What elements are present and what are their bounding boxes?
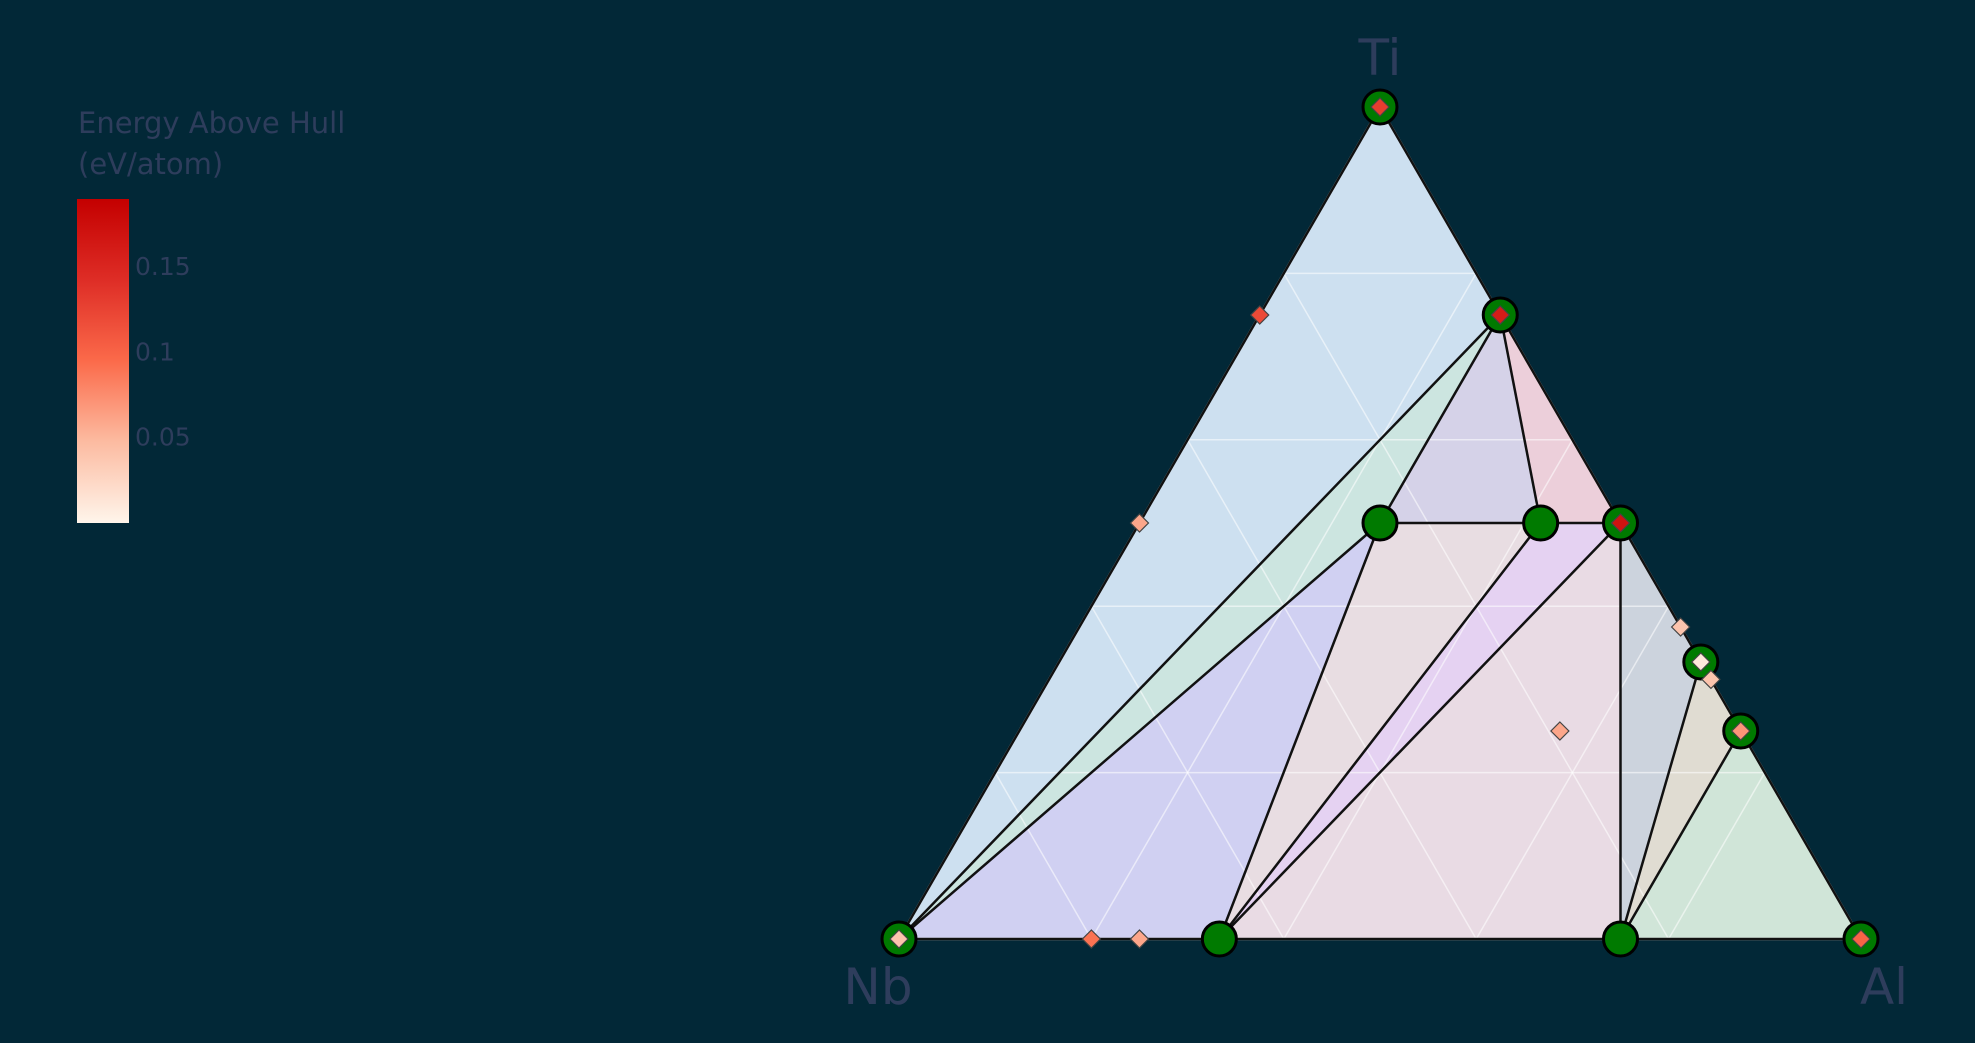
tie-line [1218,522,1382,940]
colorbar-tick-label: 0.15 [135,252,191,281]
phase-region [899,107,1501,939]
unstable-phase-marker [1370,97,1390,117]
grid-line [1667,772,1766,940]
vertex-label-al: Al [1860,958,1908,1016]
unstable-phase-marker [1730,721,1751,741]
tie-line [1619,661,1703,940]
colorbar-gradient [77,199,129,523]
tie-line [898,522,1381,940]
unstable-phase-marker [1249,305,1270,325]
grid-line [994,772,1093,940]
tie-line [1499,314,1542,524]
stable-phase-marker [1200,920,1238,958]
tie-line [1378,106,1502,316]
tie-line [1218,522,1542,940]
unstable-phase-marker [1129,929,1150,949]
unstable-phase-marker [1851,929,1871,949]
colorbar-title-line1: Energy Above Hull [78,106,345,140]
colorbar-tick-label: 0.1 [135,337,175,366]
tie-line [1378,314,1502,524]
phase-region [1620,661,1741,939]
ternary-plot-area [880,88,1880,958]
phase-region [1620,731,1861,939]
unstable-phase-marker [1490,305,1511,325]
unstable-phase-marker [1690,652,1711,672]
unstable-phase-marker [1701,669,1721,690]
colorbar-tick-label: 0.05 [135,423,191,452]
grid-line [1475,605,1670,940]
tie-line [1619,522,1702,663]
unstable-phase-marker [1610,513,1631,533]
colorbar-title-line2: (eV/atom) [78,147,223,181]
unstable-phase-marker [1129,513,1150,533]
unstable-phase-marker [1081,929,1102,949]
colorbar: Energy Above Hull (eV/atom) 0.05 0.1 0.15 [77,106,345,523]
grid-line [1186,439,1477,940]
vertex-label-nb: Nb [843,958,912,1016]
unstable-phase-markers [889,97,1871,949]
stable-phase-marker [1602,920,1639,958]
tie-line [1619,730,1742,940]
stable-phase-marker [1361,504,1399,542]
vertex-label-ti: Ti [1358,29,1402,87]
tie-line [1739,730,1863,940]
tie-line [1499,314,1622,524]
phase-region [1620,523,1701,939]
phase-region [1380,315,1541,523]
grid-line [1090,605,1285,940]
colorbar-ticks: 0.05 0.1 0.15 [135,252,191,452]
unstable-phase-marker [1670,617,1691,637]
tie-line [898,314,1502,940]
unstable-phase-marker [1550,721,1570,741]
stable-phase-marker [1522,504,1560,542]
tie-line [1218,522,1622,940]
unstable-phase-marker [889,929,909,949]
